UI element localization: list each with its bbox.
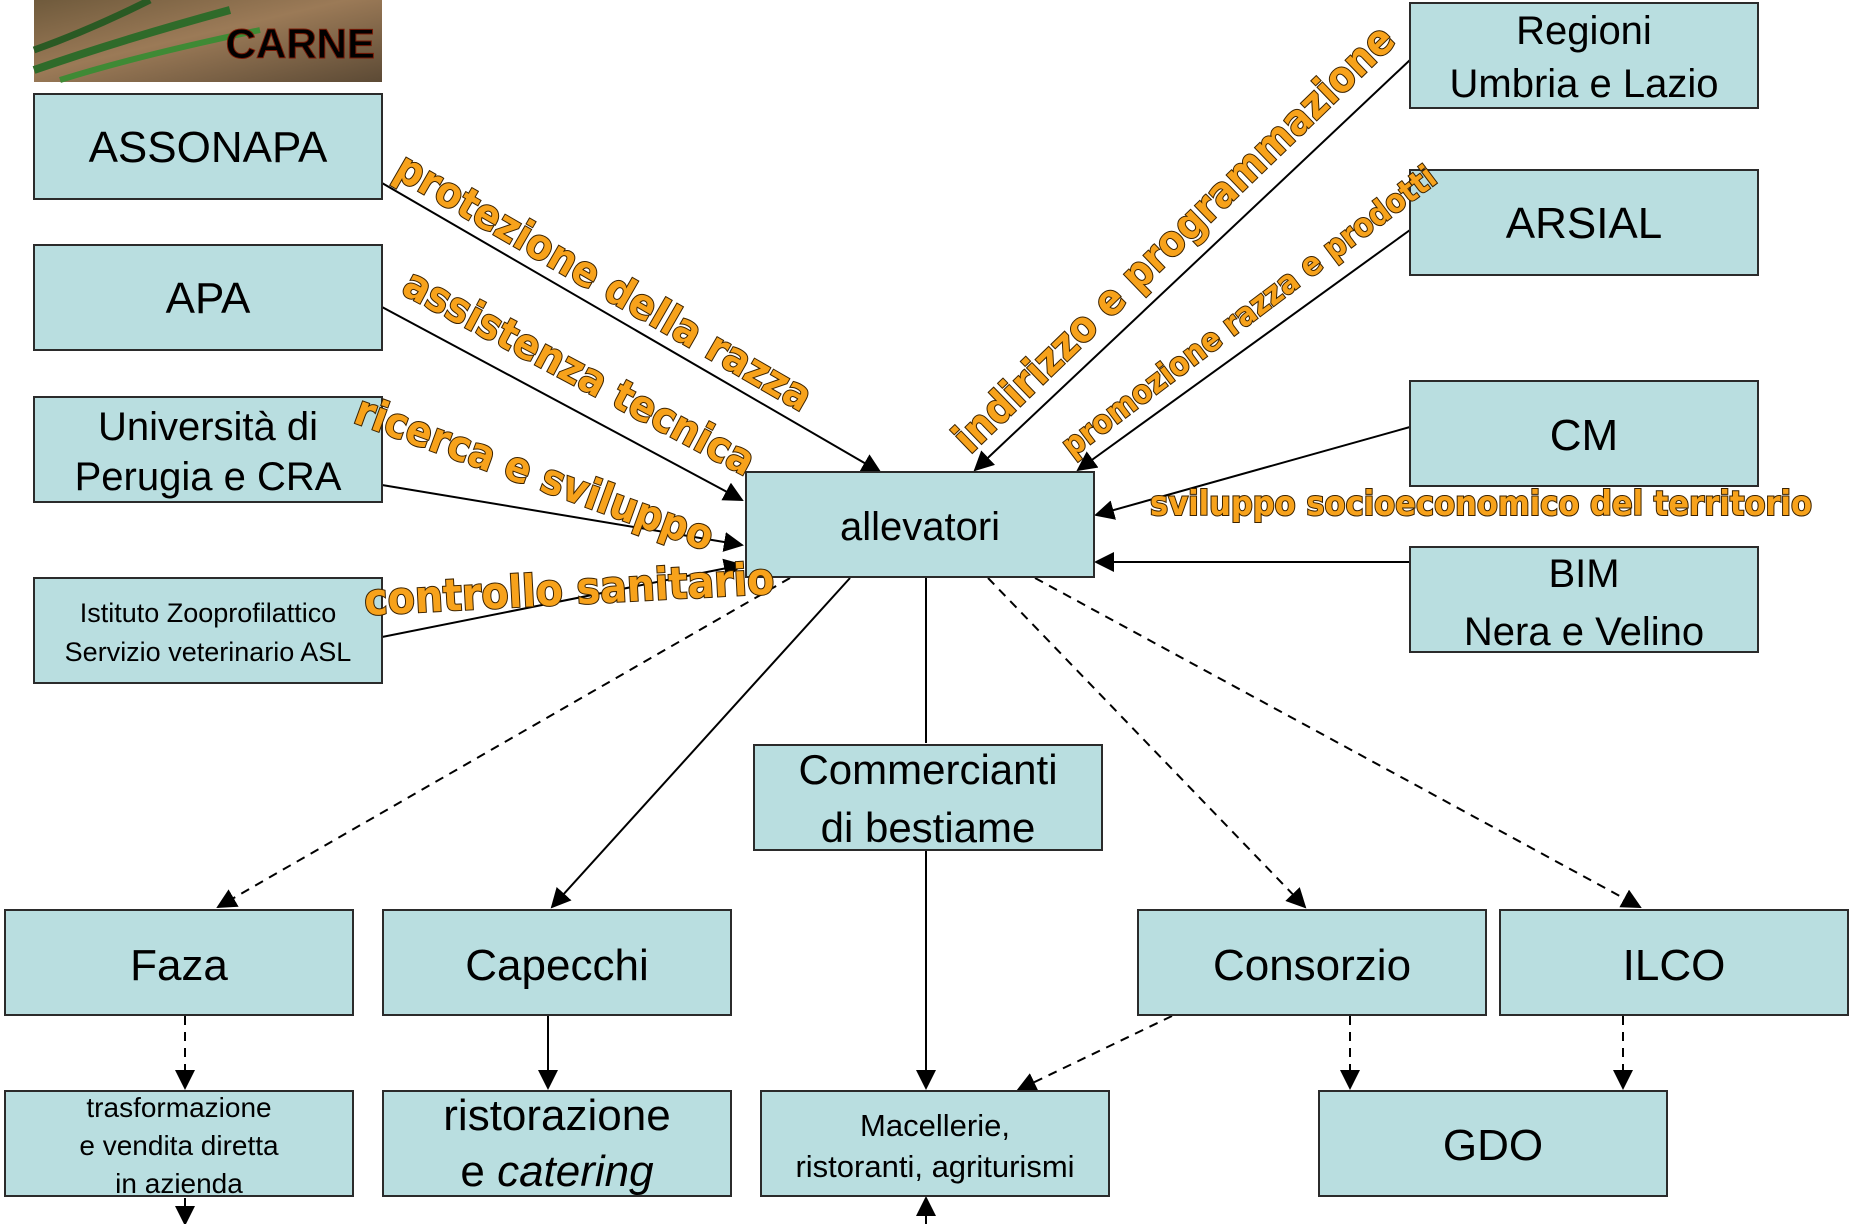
node-gdo-label: GDO [1443,1121,1543,1170]
node-allevatori: allevatori [745,471,1095,578]
logo-text: CARNE [226,20,375,67]
node-arsial-label: ARSIAL [1506,199,1663,248]
node-cm: CM [1409,380,1759,487]
node-cm-label: CM [1550,411,1618,460]
node-macellerie-label-1: Macellerie, [860,1108,1010,1143]
node-trasformazione-label-2: e vendita diretta [79,1130,279,1161]
edge-consorzio-macellerie [1016,1015,1173,1092]
edge-allevatori-ilco [1034,577,1642,908]
node-consorzio: Consorzio [1137,909,1487,1016]
edge-cm-allevatori [1094,426,1411,520]
node-macellerie-label-2: ristoranti, agriturismi [795,1149,1074,1184]
edge-allevatori-consorzio [987,577,1307,909]
node-assonapa-label: ASSONAPA [89,123,328,172]
node-ristorazione-label-2a: e [460,1147,497,1196]
carne-logo: CARNE [32,0,382,83]
edge-istituto-allevatori [381,558,744,638]
edge-allevatori-faza [216,577,791,908]
connectors [175,59,1642,1224]
node-capecchi: Capecchi [382,909,732,1016]
edge-arsial-allevatori [1076,229,1411,472]
node-universita: Università di Perugia e CRA [33,396,383,503]
node-regioni: Regioni Umbria e Lazio [1409,2,1759,109]
edge-allevatori-capecchi [550,577,851,909]
node-consorzio-label: Consorzio [1213,941,1411,990]
node-bim-label-2: Nera e Velino [1464,610,1704,654]
node-istituto: Istituto Zooprofilattico Servizio veteri… [33,577,383,684]
node-ristorazione-label-2b: catering [497,1147,654,1196]
node-assonapa: ASSONAPA [33,93,383,200]
node-capecchi-label: Capecchi [465,941,648,990]
node-macellerie: Macellerie, ristoranti, agriturismi [760,1090,1110,1197]
node-commercianti-label-1: Commercianti [798,746,1057,793]
node-bim: BIM Nera e Velino [1409,546,1759,654]
node-apa-label: APA [166,274,251,323]
node-universita-label-2: Perugia e CRA [75,455,342,499]
node-istituto-label-1: Istituto Zooprofilattico [80,598,337,628]
node-ilco-label: ILCO [1623,941,1726,990]
relation-controllo: controllo sanitario [363,554,776,626]
node-bim-label-1: BIM [1548,552,1619,596]
edge-assonapa-allevatori [381,182,882,474]
node-regioni-label-2: Umbria e Lazio [1449,62,1718,106]
edge-universita-allevatori [381,484,744,552]
node-allevatori-label: allevatori [840,505,1000,549]
node-ristorazione: ristorazione e catering [382,1090,732,1197]
node-trasformazione-label-1: trasformazione [86,1092,271,1123]
node-gdo: GDO [1318,1090,1668,1197]
node-ilco: ILCO [1499,909,1849,1016]
node-commercianti: Commercianti di bestiame [753,744,1103,851]
node-faza-label: Faza [130,941,228,990]
node-ristorazione-label-2: e catering [460,1147,654,1196]
node-arsial: ARSIAL [1409,169,1759,276]
node-regioni-label-1: Regioni [1516,9,1652,53]
edge-regioni-allevatori [973,59,1411,472]
node-faza: Faza [4,909,354,1016]
node-istituto-label-2: Servizio veterinario ASL [65,637,352,667]
relation-sviluppo: sviluppo socioeconomico del territorio [1150,484,1812,524]
node-trasformazione-label-3: in azienda [115,1168,243,1199]
node-trasformazione: trasformazione e vendita diretta in azie… [4,1090,354,1199]
edge-apa-allevatori [381,306,744,501]
node-commercianti-label-2: di bestiame [821,804,1036,851]
node-universita-label-1: Università di [98,405,318,449]
node-ristorazione-label-1: ristorazione [443,1091,670,1140]
node-apa: APA [33,244,383,351]
